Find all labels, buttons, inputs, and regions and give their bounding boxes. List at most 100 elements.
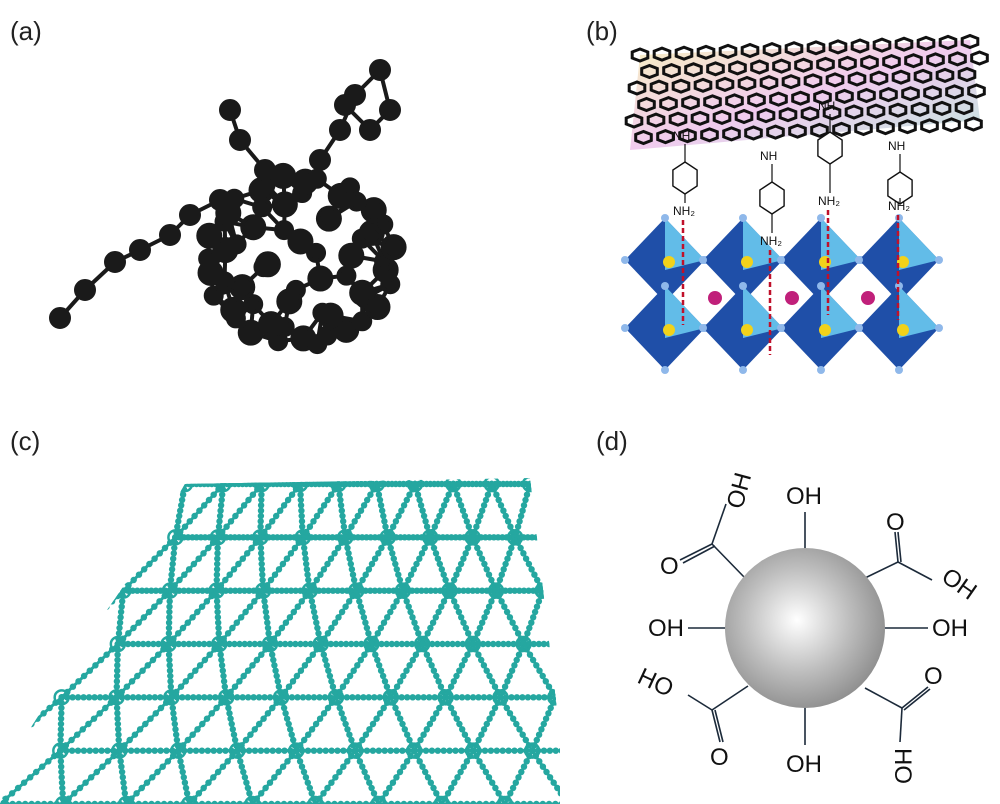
lattice-node [421,529,439,546]
graphene-hexagon [970,50,989,66]
lattice-node [363,635,380,653]
lattice-edge [295,696,338,752]
lattice-edge [58,750,65,804]
graphene-hexagon [766,124,785,140]
graphene-hexagon [772,58,791,74]
lattice-node [487,582,505,599]
lattice-edge [268,643,283,698]
lattice-node [549,529,560,546]
graphene-hexagon [652,46,672,62]
graphene-hexagon [791,90,810,106]
lattice-bead [22,726,29,733]
corner-atom [777,256,785,264]
lattice-node [52,742,69,759]
graphene-hexagon [662,62,681,79]
graphene-hexagon [923,85,942,101]
lattice-edge [125,749,180,804]
lattice-edge [167,590,172,645]
graphene-hexagon [825,72,845,88]
graphene-hexagon [747,92,766,108]
nanoparticle-sphere [725,548,885,708]
lattice-node [208,582,225,599]
lattice-edge [499,696,534,752]
graphene-hexagon [706,61,725,77]
graphene-hexagon [844,104,864,120]
chain-atom [309,149,331,171]
graphene-hexagon [800,106,820,122]
graphene-hexagon [788,123,807,139]
lattice-edge [58,697,64,751]
octahedron-center-atom [897,256,909,268]
group-o-lower-left: O [710,744,729,771]
corner-atom [739,282,747,290]
graphene-hexagon [762,41,782,58]
nh-label: NH [673,129,690,143]
nh2-label: NH₂ [888,199,910,213]
lattice-edge [377,749,416,804]
lattice-edge [167,589,218,646]
corner-atom [661,214,669,222]
lattice-edge [412,749,444,804]
graphene-hexagon [718,43,738,60]
lattice-edge [188,749,239,804]
graphene-hexagon [932,100,952,117]
lattice-node [464,635,482,653]
lattice-edge [224,697,239,751]
group-oh-bottom: OH [786,751,822,778]
lattice-bead [552,539,560,546]
lattice-edge [389,696,416,752]
graphene-hexagon [854,120,873,137]
lattice-bead [0,747,5,754]
lattice-edge [522,643,557,699]
chain-atom [229,129,251,151]
lattice-bead [134,528,142,536]
lattice-bead [166,496,173,504]
corner-atom [817,366,825,374]
graphene-hexagon [737,75,757,92]
lattice-edge [513,483,532,538]
graphene-hexagon [920,118,939,134]
molecule-atom [338,242,365,269]
molecule-atom [271,191,298,218]
lattice-bead [145,518,152,525]
lattice-edge [62,749,121,804]
group-oh-upper-right: OH [937,563,982,606]
group-ho-lower-left: HO [633,663,677,703]
lattice-node [54,795,72,804]
corner-atom [739,214,747,222]
lattice-edge [412,696,447,752]
panel-a: (a) [0,0,500,400]
lattice-bead [535,496,542,504]
lattice-edge [370,643,393,698]
corner-atom [777,324,785,332]
lattice-edge [169,697,180,751]
lattice-edge [215,536,262,592]
lattice-edge [217,643,228,698]
benzene-ring [817,131,843,165]
lattice-bead [545,534,553,541]
lattice-node [506,529,524,546]
lattice-bead [546,560,554,568]
lattice-node [161,582,179,599]
lattice-node [445,478,462,493]
molecule-atom [254,251,281,278]
lattice-edge [428,483,455,538]
a-site-cation [708,291,722,305]
chain-atom [379,99,401,121]
molecule-atom [352,311,373,332]
lattice-node [163,689,180,706]
graphene-hexagon [803,73,823,89]
corner-atom [739,366,747,374]
graphene-hexagon [744,125,763,141]
graphene-hexagon [668,111,688,127]
graphene-hexagon [624,113,644,129]
lattice-node [272,689,290,706]
molecule-atom [258,311,285,338]
lattice-edge [471,696,502,752]
panel-d-label: (d) [596,426,628,456]
a-site-cation [861,291,875,305]
lattice-bead [0,800,4,804]
graphene-hexagon [926,52,945,68]
graphene-hexagon [728,60,747,76]
